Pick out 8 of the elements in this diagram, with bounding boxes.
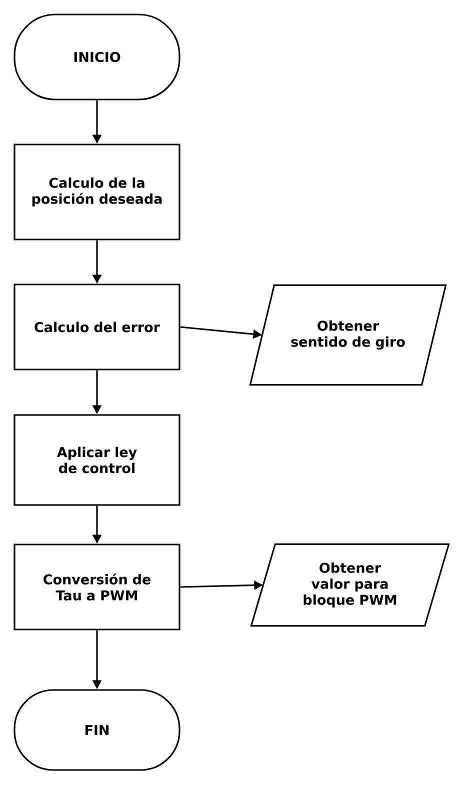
data-parallelogram: Obtener sentido de giro <box>249 284 447 386</box>
process-box: Conversión de Tau a PWM <box>14 544 180 630</box>
terminal-box: INICIO <box>14 14 180 100</box>
data-parallelogram: Obtener valor para bloque PWM <box>250 543 450 627</box>
process-box: Calculo de la posición deseada <box>14 144 180 240</box>
terminal-box: FIN <box>14 689 180 771</box>
process-box: Aplicar ley de control <box>14 414 180 506</box>
process-box: Calculo del error <box>14 284 180 370</box>
